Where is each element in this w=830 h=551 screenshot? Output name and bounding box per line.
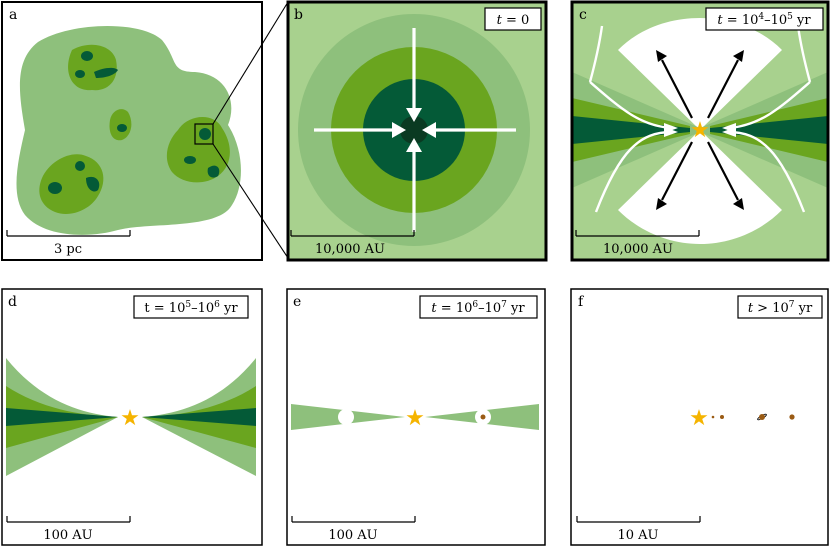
time-label-e: t = 106–107 yr [419, 295, 538, 319]
time-c-text: t = 104–105 yr [717, 12, 811, 28]
time-b-text: t = 0 [497, 13, 530, 28]
time-label-f: t > 107 yr [737, 295, 823, 319]
panel-c: ★ c t = 104–105 yr 10,000 AU [570, 0, 830, 262]
scale-bar-d-label: 100 AU [43, 528, 92, 543]
planet-icon [711, 415, 715, 419]
time-label-c: t = 104–105 yr [705, 7, 824, 31]
infall-streamlines [588, 25, 812, 213]
scale-bar-c: 10,000 AU [575, 230, 700, 257]
scale-bar-d: 100 AU [6, 516, 131, 543]
panel-c-label: c [579, 7, 587, 23]
scale-bar-b: 10,000 AU [290, 230, 415, 257]
star-icon: ★ [689, 406, 709, 431]
time-e-text: t = 106–107 yr [431, 300, 525, 316]
panel-f-label: f [578, 294, 585, 310]
zoom-box [194, 123, 214, 145]
scale-bar-f-label: 10 AU [617, 528, 658, 543]
star-icon: ★ [405, 406, 425, 431]
time-f-text: t > 107 yr [748, 300, 813, 316]
panel-d-label: d [8, 294, 17, 310]
scale-bar-a-label: 3 pc [54, 242, 82, 257]
infall-arrows [314, 28, 516, 232]
planet-icon [480, 414, 486, 420]
scale-bar-f: 10 AU [576, 516, 701, 543]
scale-bar-e-label: 100 AU [328, 528, 377, 543]
scale-bar-b-label: 10,000 AU [315, 242, 385, 257]
scale-bar-a: 3 pc [6, 230, 131, 257]
time-label-b: t = 0 [484, 7, 542, 31]
planet-icon [720, 415, 724, 419]
time-label-d: t = 105–106 yr [133, 295, 249, 319]
star-icon: ★ [120, 406, 140, 431]
panel-e: ★ e t = 106–107 yr 100 AU [286, 288, 546, 546]
planet-icon [789, 414, 795, 420]
panel-e-label: e [293, 294, 301, 310]
panel-b: b t = 0 10,000 AU [286, 0, 548, 262]
scale-bar-e: 100 AU [291, 516, 416, 543]
panel-b-label: b [294, 7, 303, 23]
time-d-text: t = 105–106 yr [144, 300, 238, 316]
panel-d: ★ d t = 105–106 yr 100 AU [1, 288, 263, 546]
panel-a: a 3 pc [1, 1, 263, 261]
outflow-arrows [656, 50, 744, 210]
panel-a-label: a [9, 7, 17, 23]
panel-f: ★ f t > 107 yr 10 AU [570, 288, 829, 546]
scale-bar-c-label: 10,000 AU [603, 242, 673, 257]
disk-gap-left [338, 409, 354, 425]
protostar-icon: ★ [690, 118, 710, 143]
